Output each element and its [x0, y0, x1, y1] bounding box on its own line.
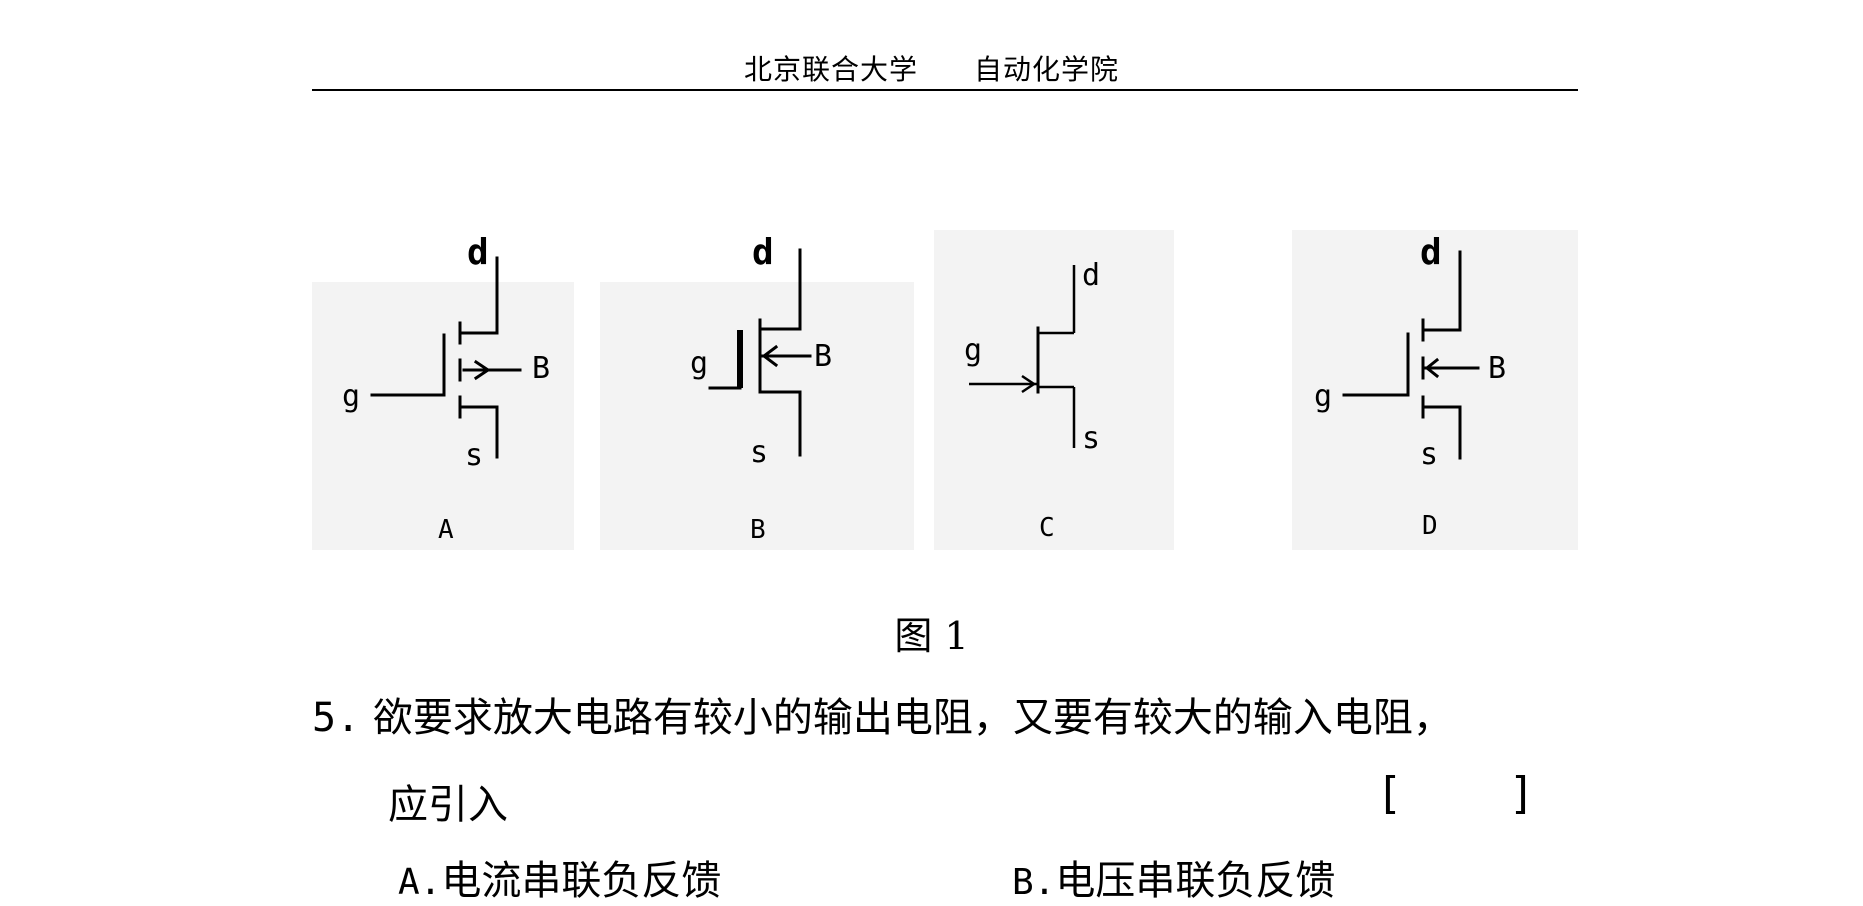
gate-label: g [690, 346, 708, 381]
jfet-symbol [969, 265, 1076, 448]
panel-label: B [750, 515, 766, 545]
mosfet-symbol [708, 248, 812, 457]
option-a-text: 电流串联负反馈 [441, 858, 722, 904]
option-b-letter: B. [1012, 862, 1056, 903]
answer-blank[interactable]: [ ] [1376, 768, 1535, 819]
header-university: 北京联合大学 [743, 53, 918, 86]
bracket-left: [ [1376, 768, 1403, 819]
panel-label: C [1039, 513, 1055, 543]
question-number: 5. [312, 695, 361, 741]
header-department: 自动化学院 [974, 53, 1120, 86]
panel-shade [1292, 230, 1578, 550]
figure-caption: 图 1 [894, 614, 969, 658]
body-label: B [1488, 351, 1506, 386]
gate-label: g [342, 379, 360, 414]
body-label: B [814, 339, 832, 374]
source-label: s [465, 438, 483, 473]
panel-shade [934, 230, 1174, 550]
option-a-letter: A. [398, 862, 442, 903]
source-label: s [1082, 421, 1100, 456]
option-a: A.电流串联负反馈 [398, 848, 721, 906]
figure-panel-d: d g B s D [1292, 230, 1578, 550]
drain-label: d [1082, 258, 1100, 293]
panel-label: D [1422, 511, 1438, 541]
source-label: s [1420, 437, 1438, 472]
mosfet-symbol [1342, 250, 1480, 460]
drain-label: d [467, 232, 489, 273]
drain-label: d [1420, 232, 1442, 273]
drain-label: d [752, 232, 774, 273]
question-text: 欲要求放大电路有较小的输出电阻，又要有较大的输入电阻， [372, 695, 1453, 741]
panel-shade [312, 282, 574, 550]
option-b-text: 电压串联负反馈 [1055, 858, 1336, 904]
question-intro: 应引入 [388, 782, 508, 828]
panel-shade [600, 282, 914, 550]
header-rule [312, 89, 1578, 91]
page-header: 北京联合大学 自动化学院 [0, 48, 1863, 88]
figure-panel-a: d g B s A [312, 230, 574, 550]
figure-1: d g B s A d g B [312, 230, 1578, 555]
figure-panel-b: d g B s B [600, 230, 914, 550]
option-b: B.电压串联负反馈 [1012, 848, 1335, 906]
mosfet-symbol [370, 256, 522, 459]
gate-label: g [964, 333, 982, 368]
figure-panel-c: d g s C [934, 230, 1174, 550]
source-label: s [750, 435, 768, 470]
body-label: B [532, 351, 550, 386]
panel-label: A [438, 515, 454, 545]
question-5: 5. 欲要求放大电路有较小的输出电阻，又要有较大的输入电阻， [312, 685, 1453, 743]
gate-label: g [1314, 379, 1332, 414]
bracket-right: ] [1508, 768, 1535, 819]
